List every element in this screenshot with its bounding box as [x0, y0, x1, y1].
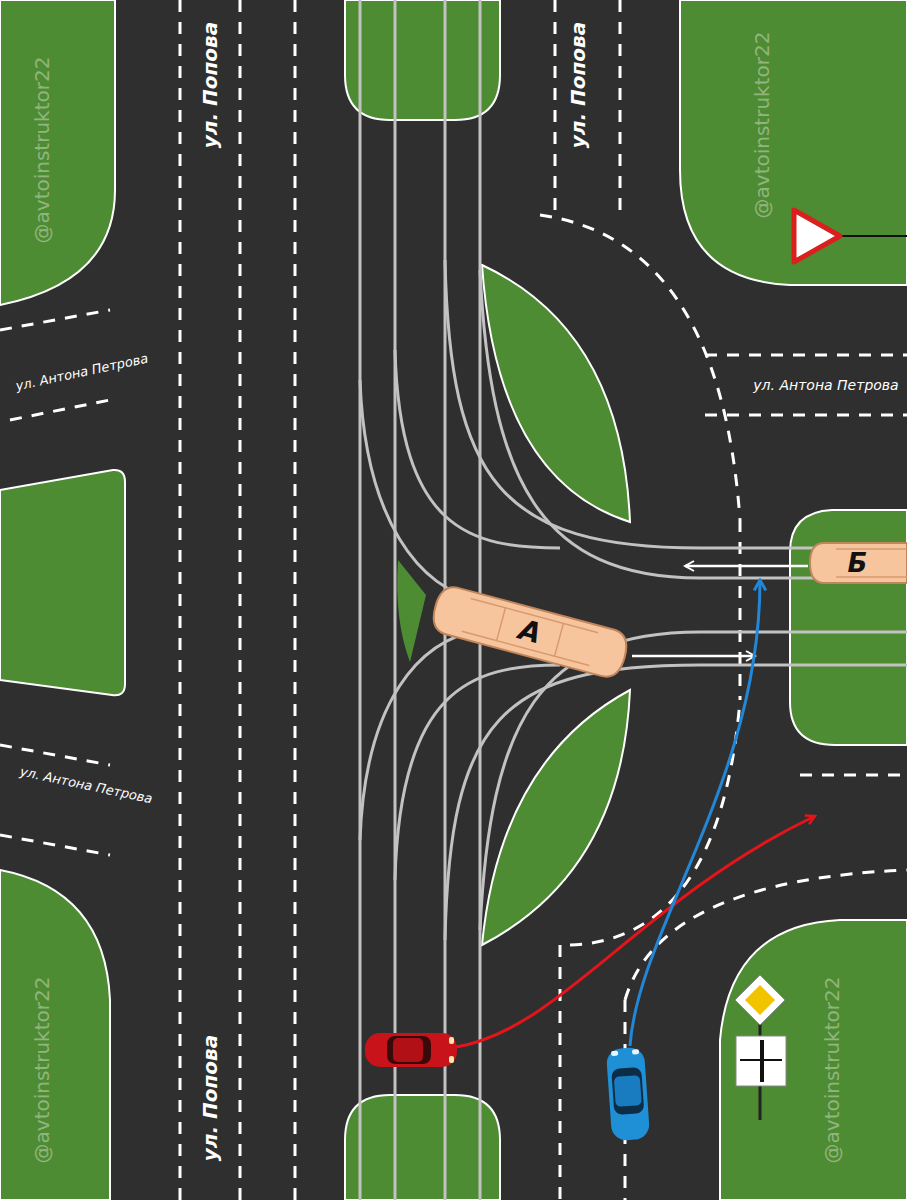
watermark: @avtoinstruktor22 — [31, 57, 54, 244]
blue-car-part — [606, 1047, 650, 1141]
red-car-part — [387, 1036, 431, 1064]
main-road-sign-part — [736, 1036, 786, 1086]
grass-part — [397, 560, 426, 662]
tram-direction-arrows-part — [685, 565, 808, 568]
lane-markings-part — [10, 400, 110, 420]
lane-markings-part — [179, 0, 182, 1200]
grass-part — [345, 0, 500, 120]
main-road-sign — [735, 975, 786, 1120]
street-name: ул. Попова — [199, 1035, 222, 1161]
tram-tracks-part — [395, 350, 560, 548]
lane-markings-part — [554, 0, 557, 215]
grass-part — [482, 265, 630, 522]
lane-markings-part — [0, 745, 110, 765]
car-paths-part — [630, 580, 760, 1046]
tram-tracks-part — [360, 380, 480, 600]
main-road-sign-part — [740, 1059, 762, 1061]
watermark: @avtoinstruktor22 — [821, 977, 844, 1164]
lane-markings-part — [705, 414, 907, 417]
tram-tracks-part — [394, 0, 397, 1200]
grass-part — [482, 690, 630, 945]
red-car-part — [449, 1056, 454, 1063]
tram-roof-lines — [836, 549, 907, 577]
street-name: ул. Антона Петрова — [14, 352, 149, 395]
blue-car — [606, 1047, 650, 1141]
tram: Б — [808, 540, 907, 586]
tram-tracks-part — [480, 632, 907, 930]
tram-tracks-part — [395, 665, 560, 880]
street-name: ул. Попова — [567, 22, 590, 148]
street-name: ул. Антона Петрова — [753, 377, 898, 393]
tram-letter: Б — [808, 549, 907, 578]
tram: А — [426, 579, 634, 685]
grass-part — [0, 0, 115, 305]
red-car-part — [365, 1033, 457, 1067]
blue-car-part — [632, 1049, 639, 1054]
lane-markings-part — [619, 0, 622, 215]
grass-part — [0, 870, 110, 1200]
tram-tracks — [360, 0, 907, 1200]
blue-car-part — [611, 1067, 644, 1115]
blue-car-part — [611, 1051, 618, 1056]
lane-markings-part — [239, 0, 242, 1200]
tram-tracks-part — [480, 270, 907, 578]
grass-part — [345, 1095, 500, 1200]
main-road-sign-part — [745, 985, 775, 1015]
red-car — [365, 1033, 457, 1067]
lane-markings-part — [540, 215, 740, 520]
tram-direction-arrows-part — [632, 655, 755, 658]
main-road-sign-part — [735, 975, 785, 1025]
watermark: @avtoinstruktor22 — [751, 32, 774, 219]
main-road-sign-part — [762, 1059, 782, 1061]
tram-tracks-part — [360, 630, 480, 840]
grass-part — [680, 0, 907, 285]
tram-tracks-part — [445, 260, 907, 548]
lane-markings-part — [0, 835, 110, 855]
grass-part — [790, 510, 907, 745]
lane-markings-part — [0, 310, 110, 330]
lane-markings-part — [800, 774, 907, 777]
grass-part — [0, 470, 125, 695]
grass-part — [720, 920, 907, 1200]
tram-outline — [429, 583, 631, 680]
lane-markings-part — [294, 0, 297, 1200]
lane-markings-part — [705, 354, 907, 357]
street-name: ул. Антона Петрова — [18, 765, 153, 808]
tram-direction-arrows — [632, 566, 808, 656]
street-name: ул. Попова — [199, 22, 222, 148]
give-way-sign — [794, 210, 907, 262]
tram-tracks-part — [359, 0, 362, 1200]
red-car-part — [393, 1038, 423, 1062]
watermark: @avtoinstruktor22 — [31, 977, 54, 1164]
blue-car-part — [614, 1075, 642, 1107]
give-way-sign-part — [794, 210, 840, 262]
red-car-part — [449, 1037, 454, 1044]
give-way-sign-part — [840, 235, 907, 237]
lane-markings-part — [559, 945, 562, 1200]
